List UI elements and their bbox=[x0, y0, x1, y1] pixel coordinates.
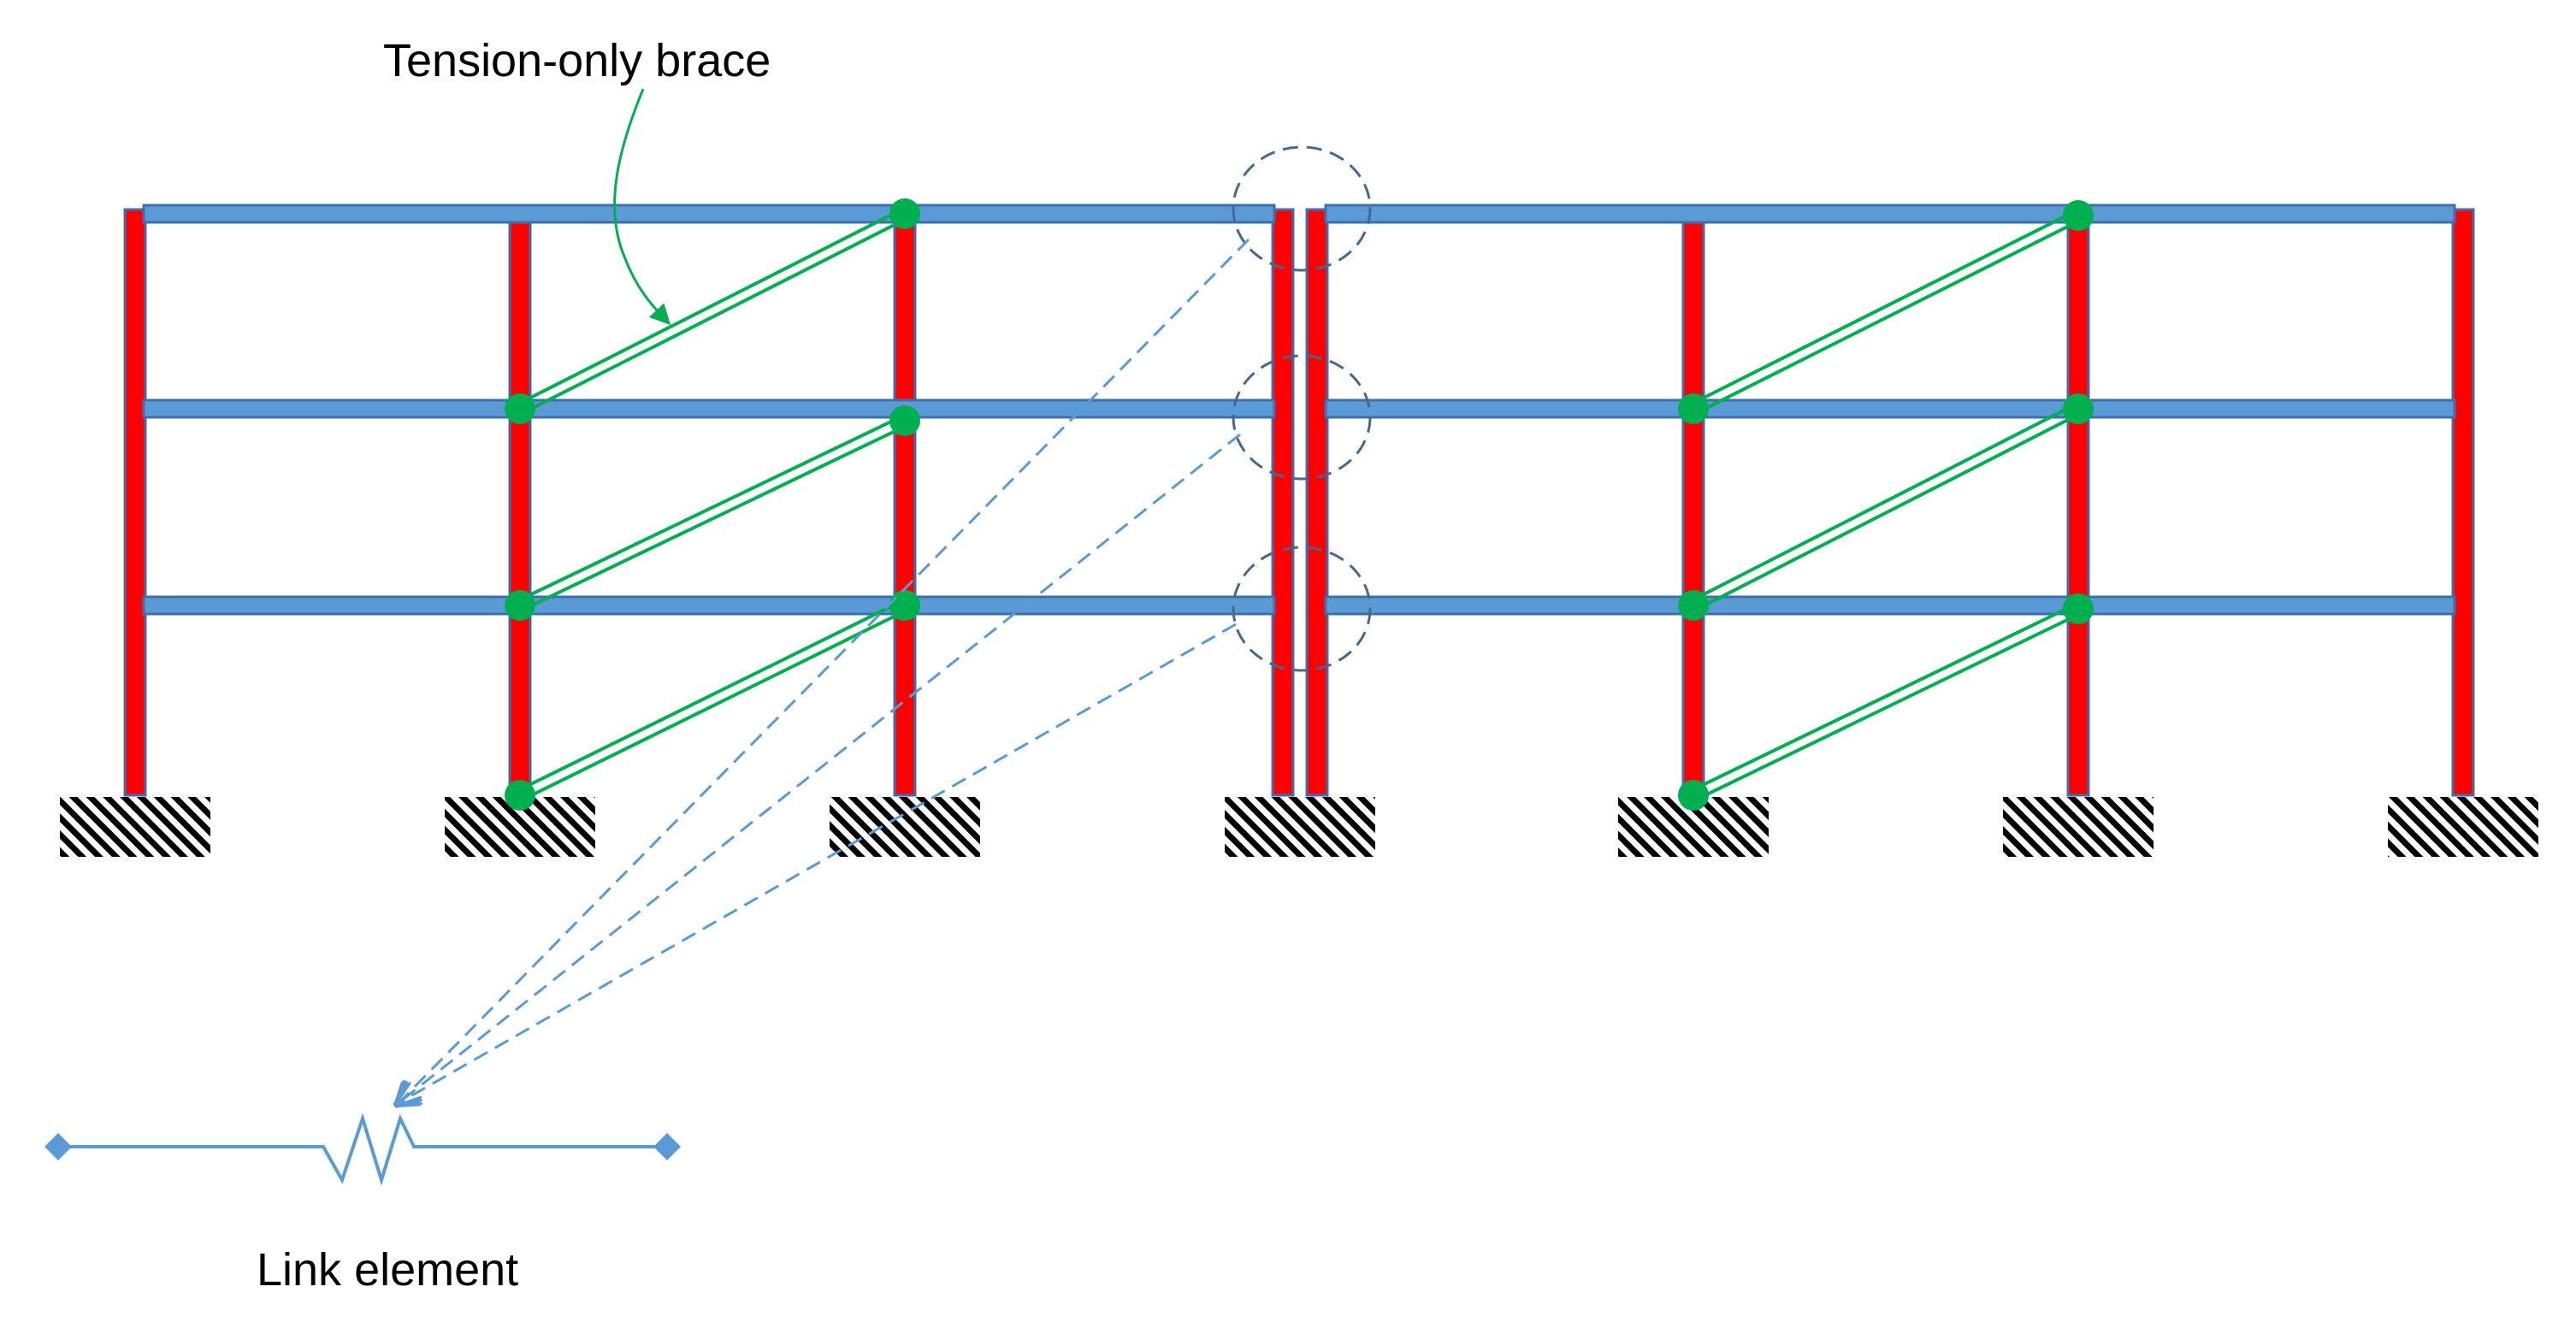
link-callout-ellipse bbox=[1232, 145, 1372, 272]
leaders-layer bbox=[399, 88, 1250, 1103]
fixed-support-hatch-icon bbox=[2388, 797, 2538, 857]
nodes-layer bbox=[505, 198, 2094, 811]
spring-zigzag-icon bbox=[58, 1112, 667, 1186]
pin-node-icon bbox=[505, 393, 535, 424]
diamond-node-icon bbox=[44, 1133, 72, 1160]
supports-layer bbox=[60, 797, 2538, 857]
beam bbox=[142, 398, 1276, 419]
pin-node-icon bbox=[2063, 200, 2094, 231]
fixed-support-hatch-icon bbox=[60, 797, 210, 857]
column bbox=[2066, 208, 2090, 797]
link-leader-arrow bbox=[399, 238, 1250, 1103]
beam bbox=[1324, 595, 2456, 616]
fixed-support-hatch-icon bbox=[2003, 797, 2154, 857]
beam bbox=[1324, 398, 2456, 419]
column bbox=[123, 208, 147, 797]
pin-node-icon bbox=[889, 198, 920, 229]
tension-brace-line bbox=[1690, 602, 2077, 793]
pin-node-icon bbox=[2063, 393, 2094, 424]
link-element-label: Link element bbox=[257, 1244, 519, 1295]
pin-node-icon bbox=[505, 590, 535, 621]
tension-brace-line bbox=[521, 216, 908, 416]
beam bbox=[1324, 204, 2456, 224]
tension-brace-line bbox=[1694, 611, 2082, 802]
tension-brace-line bbox=[1694, 218, 2082, 416]
pin-node-icon bbox=[1678, 590, 1709, 621]
tension-brace-line bbox=[1690, 209, 2077, 406]
pin-node-icon bbox=[2063, 593, 2094, 624]
fixed-support-hatch-icon bbox=[830, 797, 980, 857]
pin-node-icon bbox=[889, 590, 920, 621]
link-callout-ellipse bbox=[1232, 354, 1372, 481]
columns-layer bbox=[123, 208, 2475, 797]
pin-node-icon bbox=[1678, 780, 1709, 811]
column bbox=[2451, 208, 2475, 797]
column bbox=[508, 208, 532, 797]
beam bbox=[142, 204, 1276, 224]
brace-leader-arrow bbox=[613, 88, 671, 326]
tension-brace-line bbox=[521, 608, 908, 802]
beam bbox=[142, 595, 1276, 616]
tension-brace-line bbox=[517, 414, 904, 603]
pin-node-icon bbox=[1678, 393, 1709, 424]
diamond-node-icon bbox=[653, 1133, 681, 1160]
link-leader-arrow bbox=[399, 433, 1241, 1103]
beams-layer bbox=[142, 204, 2456, 616]
link-element-symbol bbox=[44, 1112, 681, 1186]
tension-brace-line bbox=[521, 423, 908, 612]
link-callout-ellipse bbox=[1232, 546, 1372, 672]
tension-brace-line bbox=[517, 599, 904, 793]
pin-node-icon bbox=[505, 780, 535, 811]
column bbox=[1271, 208, 1295, 797]
tension-brace-line bbox=[1694, 411, 2082, 612]
link-leader-arrow bbox=[399, 623, 1237, 1103]
callouts-layer bbox=[1232, 145, 1372, 672]
tension-brace-line bbox=[517, 207, 904, 406]
tension-only-brace-label: Tension-only brace bbox=[383, 35, 771, 86]
braces-layer bbox=[517, 207, 2082, 802]
fixed-support-hatch-icon bbox=[1225, 797, 1375, 857]
tension-brace-line bbox=[1690, 402, 2077, 603]
column bbox=[1681, 208, 1705, 797]
column bbox=[1305, 208, 1329, 797]
pin-node-icon bbox=[889, 405, 920, 436]
